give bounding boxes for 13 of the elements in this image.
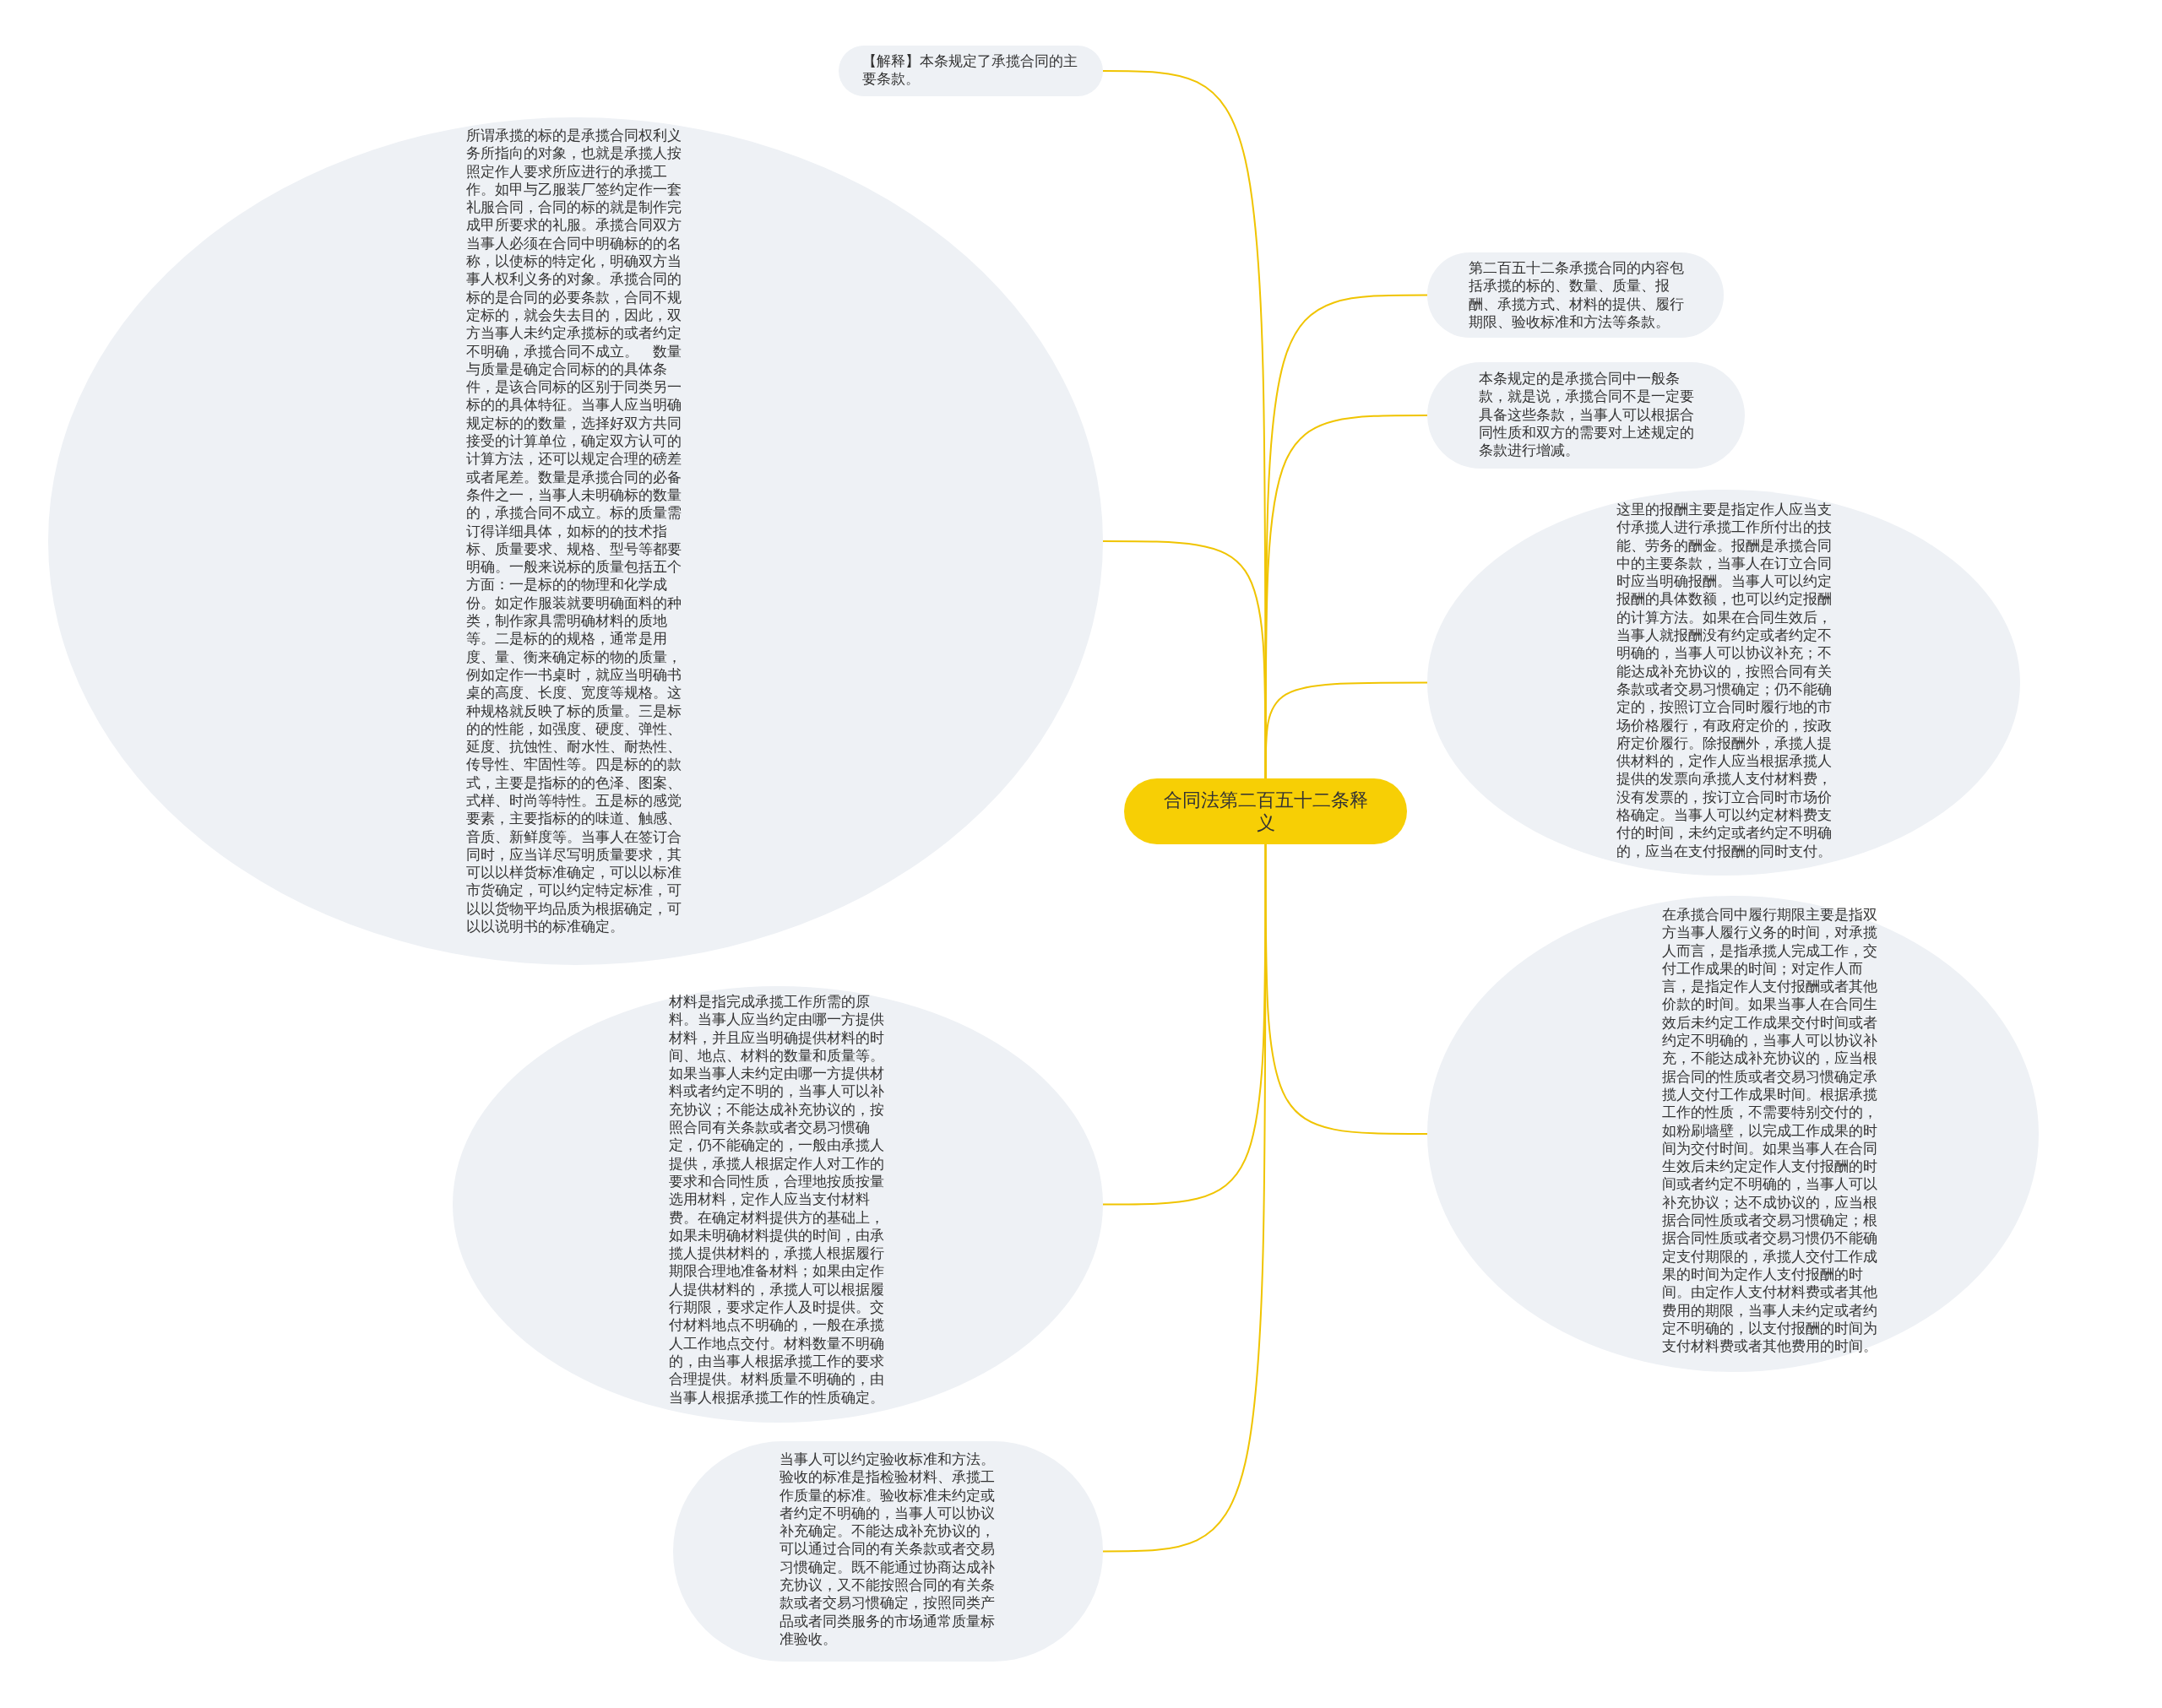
connector-line: [1264, 681, 1428, 779]
topic-text: 当事人可以约定验收标准和方法。验收的标准是指检验材料、承揽工作质量的标准。验收标准未约定或者约定不明确的，当事人可以协议补充确定。不能达成补充协议的，可以通过合同的有关条款或者交易习惯确定。既不能通过协商达成补充协议，又不能按照合同的有关条款或者交易习惯确定，按照同类产品或者同类服务的市场通常质量标准验收。: [780, 1450, 996, 1649]
topic-text: 本条规定的是承揽合同中一般条款，就是说，承揽合同不是一定要具备这些条款，当事人可以根据合同性质和双方的需要对上述规定的条款进行增减。: [1479, 370, 1695, 460]
connector-line: [1264, 843, 1428, 1135]
topic-text: 材料是指完成承揽工作所需的原料。当事人应当约定由哪一方提供材料，并且应当明确提供材料的时间、地点、材料的数量和质量等。如果当事人未约定由哪一方提供材料或者约定不明的，当事人可以补充协议；不能达成补充协议的，按照合同有关条款或者交易习惯确定，仍不能确定的，一般由承揽人提供，承揽人根据定作人对工作的要求和合同性质，合理地按质按量选用材料，定作人应当支付材料费。在确定材料提供方的基础上，如果未明确材料提供的时间，由承揽人提供材料的，承揽人根据履行期限合理地准备材料；如果由定作人提供材料的，承揽人可以根据履行期限，要求定作人及时提供。交付材料地点不明确的，一般在承揽人工作地点交付。材料数量不明确的，由当事人根据承揽工作的要求合理提供。材料质量不明确的，由当事人根据承揽工作的性质确定。: [669, 993, 885, 1407]
topic-text: 第二百五十二条承揽合同的内容包括承揽的标的、数量、质量、报酬、承揽方式、材料的提供、履行期限、验收标准和方法等条款。: [1469, 259, 1685, 332]
topic-title: 合同法第二百五十二条释义: [1162, 789, 1369, 834]
topic-text: 在承揽合同中履行期限主要是指双方当事人履行义务的时间，对承揽人而言，是指承揽人完成工作，交付工作成果的时间；对定作人而言，是指定作人支付报酬或者其他价款的时间。如果当事人在合同生效后未约定工作成果交付时间或者约定不明确的，当事人可以协议补充，不能达成补充协议的，应当根据合同的性质或者交易习惯确定承揽人交付工作成果时间。根据承揽工作的性质，不需要特别交付的，如粉刷墙壁，以完成工作成果的时间为交付时间。如果当事人在合同生效后未约定定作人支付报酬的时间或者约定不明确的，当事人可以补充协议；达不成协议的，应当根据合同性质或者交易习惯确定；根据合同性质或者交易习惯仍不能确定支付期限的，承揽人交付工作成果的时间为定作人支付报酬的时间。由定作人支付材料费或者其他费用的期限，当事人未约定或者约定不明确的，以支付报酬的时间为支付材料费或者其他费用的时间。: [1662, 906, 1878, 1356]
topic-text: 【解释】本条规定了承揽合同的主要条款。: [862, 52, 1078, 89]
topic-text: 这里的报酬主要是指定作人应当支付承揽人进行承揽工作所付出的技能、劳务的酬金。报酬是承揽合同中的主要条款，当事人在订立合同时应当明确报酬。当事人可以约定报酬的具体数额，也可以约定报酬的计算方法。如果在合同生效后，当事人就报酬没有约定或者约定不明确的，当事人可以协议补充；不能达成补充协议的，按照合同有关条款或者交易习惯确定；仍不能确定的，按照订立合同时履行地的市场价格履行，有政府定价的，按政府定价履行。除报酬外，承揽人提供材料的，定作人应当根据承揽人提供的发票向承揽人支付材料费，没有发票的，按订立合同时市场价格确定。当事人可以约定材料费支付的时间，未约定或者约定不明确的，应当在支付报酬的同时支付。: [1616, 501, 1833, 860]
connector-line: [1264, 415, 1428, 779]
connector-line: [1102, 843, 1267, 1553]
topic-text: 所谓承揽的标的是承揽合同权利义务所指向的对象，也就是承揽人按照定作人要求所应进行的承揽工作。如甲与乙服装厂签约定作一套礼服合同，合同的标的就是制作完成甲所要求的礼服。承揽合同双方当事人必须在合同中明确标的的名称，以使标的特定化，明确双方当事人权利义务的对象。承揽合同的标的是合同的必要条款，合同不规定标的，就会失去目的，因此，双方当事人未约定承揽标的或者约定不明确，承揽合同不成立。 数量与质量是确定合同标的的具体条件，是该合同标的区别于同类另一标的的具体特征。当事人应当明确规定标的的数量，选择好双方共同接受的计算单位，确定双方认可的计算方法，还可以规定合理的磅差或者尾差。数量是承揽合同的必备条件之一，当事人未明确标的数量的，承揽合同不成立。标的质量需订得详细具体，如标的的技术指标、质量要求、规格、型号等都要明确。一般来说标的质量包括五个方面：一是标的的物理和化学成份。如定作服装就要明确面料的种类，制作家具需明确材料的质地等。二是标的的规格，通常是用度、量、衡来确定标的物的质量，例如定作一书桌时，就应当明确书桌的高度、长度、宽度等规格。这种规格就反映了标的质量。三是标的的性能，如强度、硬度、弹性、延度、抗蚀性、耐水性、耐热性、传导性、牢固性等。四是标的的款式，主要是指标的的色泽、图案、式样、时尚等特性。五是标的感觉要素，主要指标的的味道、触感、音质、新鲜度等。当事人在签订合同时，应当详尽写明质量要求，其可以以样货标准确定，可以以标准市货确定，可以约定特定标准，可以以货物平均品质为根据确定，可以以说明书的标准确定。: [466, 127, 682, 936]
